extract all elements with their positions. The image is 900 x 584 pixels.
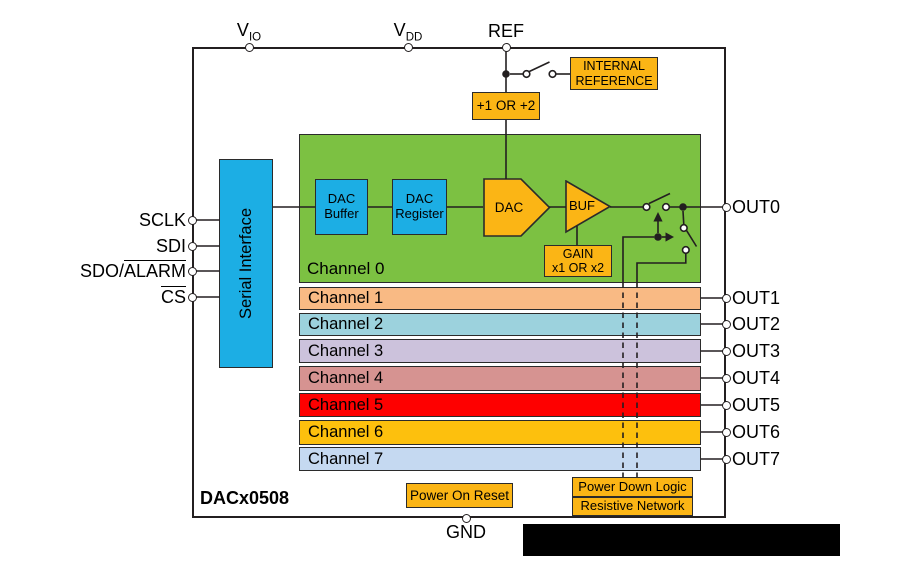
pin-out0 [721,202,731,212]
pin-label-base: V [393,20,406,40]
channel-label: Channel 6 [308,423,384,441]
pin-label-sub: DD [405,31,423,44]
pin-cs [187,292,197,302]
pin-sclk [187,215,197,225]
redacted-watermark [523,524,840,556]
pin-label-sub: IO [248,31,262,44]
pin-label-vio: VIO [209,20,289,44]
gain-label-line2: x1 OR x2 [551,261,605,275]
pin-label-cs: CS [58,286,186,308]
pin-label-vdd: VDD [368,20,448,44]
dac-pentagon [483,178,551,237]
reference-divider-block: +1 OR +2 [472,92,540,120]
pin-out1 [721,293,731,303]
pin-gnd [461,513,471,523]
pin-label-out5: OUT5 [732,395,781,415]
gain-block: GAIN x1 OR x2 [544,245,612,277]
pin-label-sclk: SCLK [58,210,186,231]
pin-label-out0: OUT0 [732,197,781,217]
pin-out3 [721,346,731,356]
channel-label: Channel 0 [307,259,385,278]
pin-label-overline: CS [160,286,186,307]
pin-out2 [721,319,731,329]
channel-label: Channel 2 [308,315,384,333]
buf-triangle-shape [565,180,612,234]
pin-ref [501,42,511,52]
pin-out6 [721,427,731,437]
dac-register-label-line1: DAC [405,191,434,207]
channel-row: Channel 5 [299,393,701,417]
reference-divider-label: +1 OR +2 [476,98,536,114]
gain-label-line1: GAIN [562,246,594,261]
internal-reference-line2: REFERENCE [575,73,653,88]
pin-label-sdo-alarm: SDO/ALARM [58,260,186,282]
pin-label-base: REF [488,21,524,41]
resistive-network-block: Resistive Network [572,496,693,516]
pin-out4 [721,373,731,383]
pin-out5 [721,400,731,410]
dac-register-block: DAC Register [392,179,447,235]
internal-reference-line1: INTERNAL [583,59,645,74]
channel-row: Channel 2 [299,313,701,336]
pin-label-out1: OUT1 [732,288,781,308]
channel-label: Channel 7 [308,449,384,468]
internal-reference-block: INTERNAL REFERENCE [570,57,658,90]
serial-interface-block: Serial Interface [219,159,273,368]
dac-register-label-line2: Register [395,206,444,221]
power-down-logic-block: Power Down Logic [572,477,693,497]
dac-buffer-label-line2: Buffer [324,206,359,221]
pin-label-text: SDI [155,236,186,256]
power-on-reset-label: Power On Reset [409,487,510,503]
channel-row: Channel 7 [299,447,701,471]
chip-name: DACx0508 [200,488,290,508]
channel-row: Channel 4 [299,366,701,391]
channel-label: Channel 1 [308,289,384,307]
resistive-network-label: Resistive Network [580,497,685,513]
channel-row: Channel 6 [299,420,701,445]
pin-label-base: V [236,20,249,40]
dac-pentagon-shape [483,178,551,237]
pin-vio [244,42,254,52]
dac-buffer-block: DAC Buffer [315,179,368,235]
pin-label-out7: OUT7 [732,449,781,469]
pin-vdd [403,42,413,52]
pin-label-gnd: GND [446,522,486,542]
pin-label-out2: OUT2 [732,314,781,334]
buf-triangle [565,180,612,234]
pin-out7 [721,454,731,464]
pin-label-sdi: SDI [58,236,186,257]
channel-label: Channel 4 [308,369,384,387]
pin-label-text: SDO/ [79,261,124,281]
pin-label-out4: OUT4 [732,368,781,388]
buf-label: BUF [569,198,595,213]
pin-label-overline: ALARM [123,260,186,281]
pin-label-ref: REF [466,21,546,45]
pin-label-out6: OUT6 [732,422,781,442]
pin-label-text: SCLK [138,210,186,230]
channel-label: Channel 5 [308,395,384,414]
dac-label: DAC [494,200,524,215]
power-down-logic-label: Power Down Logic [578,478,687,494]
channel-row: Channel 3 [299,339,701,363]
channel-label: Channel 3 [308,341,384,360]
channel-row: Channel 1 [299,287,701,310]
serial-interface-label: Serial Interface [236,208,255,319]
pin-sdo-alarm [187,266,197,276]
pin-sdi [187,241,197,251]
dac-buffer-label-line1: DAC [327,191,356,207]
pin-label-out3: OUT3 [732,341,781,361]
power-on-reset-block: Power On Reset [406,483,513,508]
